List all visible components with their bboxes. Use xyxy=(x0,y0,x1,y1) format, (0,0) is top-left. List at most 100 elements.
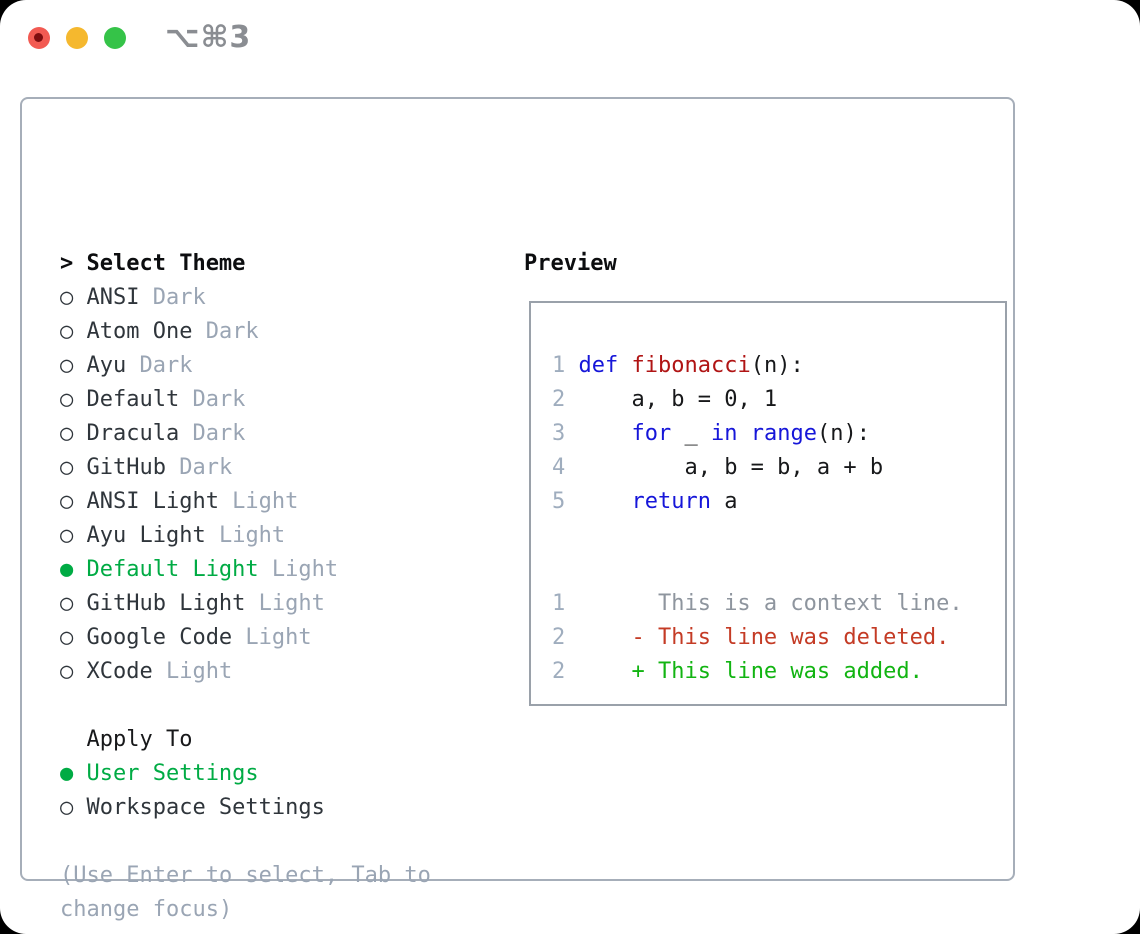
theme-option-ayu[interactable]: ○ Ayu Dark xyxy=(60,349,500,383)
radio-unselected-icon: ○ xyxy=(60,319,74,344)
line-number: 4 xyxy=(552,455,566,480)
line-number: 2 xyxy=(552,659,566,684)
line-number: 1 xyxy=(552,353,566,378)
theme-option-label: Google Code xyxy=(86,625,233,650)
radio-selected-icon: ● xyxy=(60,557,74,582)
theme-variant-label: Light xyxy=(258,557,339,582)
preview-line: 5 return a xyxy=(552,485,1005,519)
preview-header: Preview xyxy=(524,251,617,276)
selection-prompt-icon: > xyxy=(60,251,74,276)
spacer xyxy=(60,689,500,723)
apply-option-label: User Settings xyxy=(86,761,259,786)
code-token: fibonacci xyxy=(631,353,751,378)
minimize-button[interactable] xyxy=(66,27,88,49)
theme-option-google-code[interactable]: ○ Google Code Light xyxy=(60,621,500,655)
theme-option-xcode[interactable]: ○ XCode Light xyxy=(60,655,500,689)
record-dot-icon xyxy=(34,33,43,42)
code-token xyxy=(565,353,578,378)
code-token: (n): xyxy=(750,353,804,378)
preview-line: 1 def fibonacci(n): xyxy=(552,349,1005,383)
theme-option-ansi[interactable]: ○ANSI Dark xyxy=(60,281,500,315)
help-text: (Use Enter to select, Tab to change focu… xyxy=(60,863,445,922)
radio-unselected-icon: ○ xyxy=(60,659,74,684)
zoom-button[interactable] xyxy=(104,27,126,49)
radio-unselected-icon: ○ xyxy=(60,353,74,378)
theme-variant-label: Dark xyxy=(179,421,246,446)
code-token xyxy=(565,489,578,514)
code-token xyxy=(737,421,750,446)
radio-unselected-icon: ○ xyxy=(60,523,74,548)
code-token: a, b = b, a + b xyxy=(578,455,884,480)
code-token xyxy=(565,455,578,480)
code-token: range xyxy=(750,421,817,446)
theme-section: >Select Theme ○ANSI Dark○Atom One Dark○A… xyxy=(60,247,500,927)
code-token xyxy=(565,659,631,684)
code-token xyxy=(565,387,578,412)
code-token xyxy=(565,625,631,650)
line-number: 2 xyxy=(552,625,566,650)
close-button[interactable] xyxy=(28,27,50,49)
radio-unselected-icon: ○ xyxy=(60,625,74,650)
preview-line: 4 a, b = b, a + b xyxy=(552,451,1005,485)
code-token xyxy=(579,421,632,446)
theme-option-github-light[interactable]: ○GitHub Light Light xyxy=(60,587,500,621)
titlebar: ⌥⌘3 xyxy=(0,0,1140,76)
theme-option-label: GitHub xyxy=(86,455,166,480)
code-token: _ xyxy=(671,421,711,446)
preview-line: 3 for _ in range(n): xyxy=(552,417,1005,451)
theme-option-label: Default Light xyxy=(86,557,259,582)
theme-option-label: GitHub Light xyxy=(86,591,246,616)
code-token xyxy=(579,489,632,514)
theme-option-label: Ayu xyxy=(86,353,127,378)
theme-option-label: XCode xyxy=(86,659,153,684)
theme-variant-label: Dark xyxy=(126,353,193,378)
theme-variant-label: Dark xyxy=(139,285,206,310)
radio-unselected-icon: ○ xyxy=(60,387,74,412)
theme-option-dracula[interactable]: ○ Dracula Dark xyxy=(60,417,500,451)
code-token: def xyxy=(578,353,619,378)
select-theme-header: Select Theme xyxy=(86,251,246,276)
theme-option-ansi-light[interactable]: ○ANSI Light Light xyxy=(60,485,500,519)
radio-unselected-icon: ○ xyxy=(60,421,74,446)
apply-to-list: ● User Settings ○ Workspace Settings xyxy=(60,757,500,825)
theme-list: ○ANSI Dark○Atom One Dark○Ayu Dark○Defaul… xyxy=(60,281,500,689)
theme-option-atom-one[interactable]: ○Atom One Dark xyxy=(60,315,500,349)
radio-unselected-icon: ○ xyxy=(60,795,74,820)
radio-unselected-icon: ○ xyxy=(60,591,74,616)
code-token: + This line was added. xyxy=(631,659,923,684)
code-token xyxy=(618,353,631,378)
apply-option-label: Workspace Settings xyxy=(86,795,325,820)
select-theme-header-row: > Select Theme xyxy=(60,247,500,281)
theme-option-label: Dracula xyxy=(86,421,180,446)
preview-line: 1 This is a context line. xyxy=(552,587,1005,621)
theme-option-ayu-light[interactable]: ○Ayu Light Light xyxy=(60,519,500,553)
radio-unselected-icon: ○ xyxy=(60,489,74,514)
code-token: - This line was deleted. xyxy=(631,625,950,650)
theme-option-default[interactable]: ○Default Dark xyxy=(60,383,500,417)
theme-option-label: ANSI Light xyxy=(86,489,219,514)
window-title: ⌥⌘3 xyxy=(165,20,252,55)
line-number: 3 xyxy=(552,421,566,446)
theme-option-default-light[interactable]: ● Default Light Light xyxy=(60,553,500,587)
code-token: in xyxy=(710,421,738,446)
preview-line: 2 a, b = 0, 1 xyxy=(552,383,1005,417)
apply-option-workspace-settings[interactable]: ○ Workspace Settings xyxy=(60,791,500,825)
preview-blank-line xyxy=(552,553,1005,587)
theme-variant-label: Dark xyxy=(165,455,233,480)
theme-variant-label: Light xyxy=(232,625,312,650)
preview-blank-line xyxy=(552,519,1005,553)
apply-option-user-settings[interactable]: ● User Settings xyxy=(60,757,500,791)
code-token: (n): xyxy=(816,421,870,446)
radio-selected-icon: ● xyxy=(60,761,74,786)
theme-option-github[interactable]: ○ GitHub Dark xyxy=(60,451,500,485)
line-number: 1 xyxy=(552,591,566,616)
theme-variant-label: Light xyxy=(205,523,286,548)
radio-unselected-icon: ○ xyxy=(60,455,74,480)
theme-variant-label: Light xyxy=(152,659,233,684)
code-token xyxy=(565,421,578,446)
theme-variant-label: Dark xyxy=(192,319,259,344)
preview-line: 2 + This line was added. xyxy=(552,655,1005,689)
theme-variant-label: Dark xyxy=(179,387,246,412)
